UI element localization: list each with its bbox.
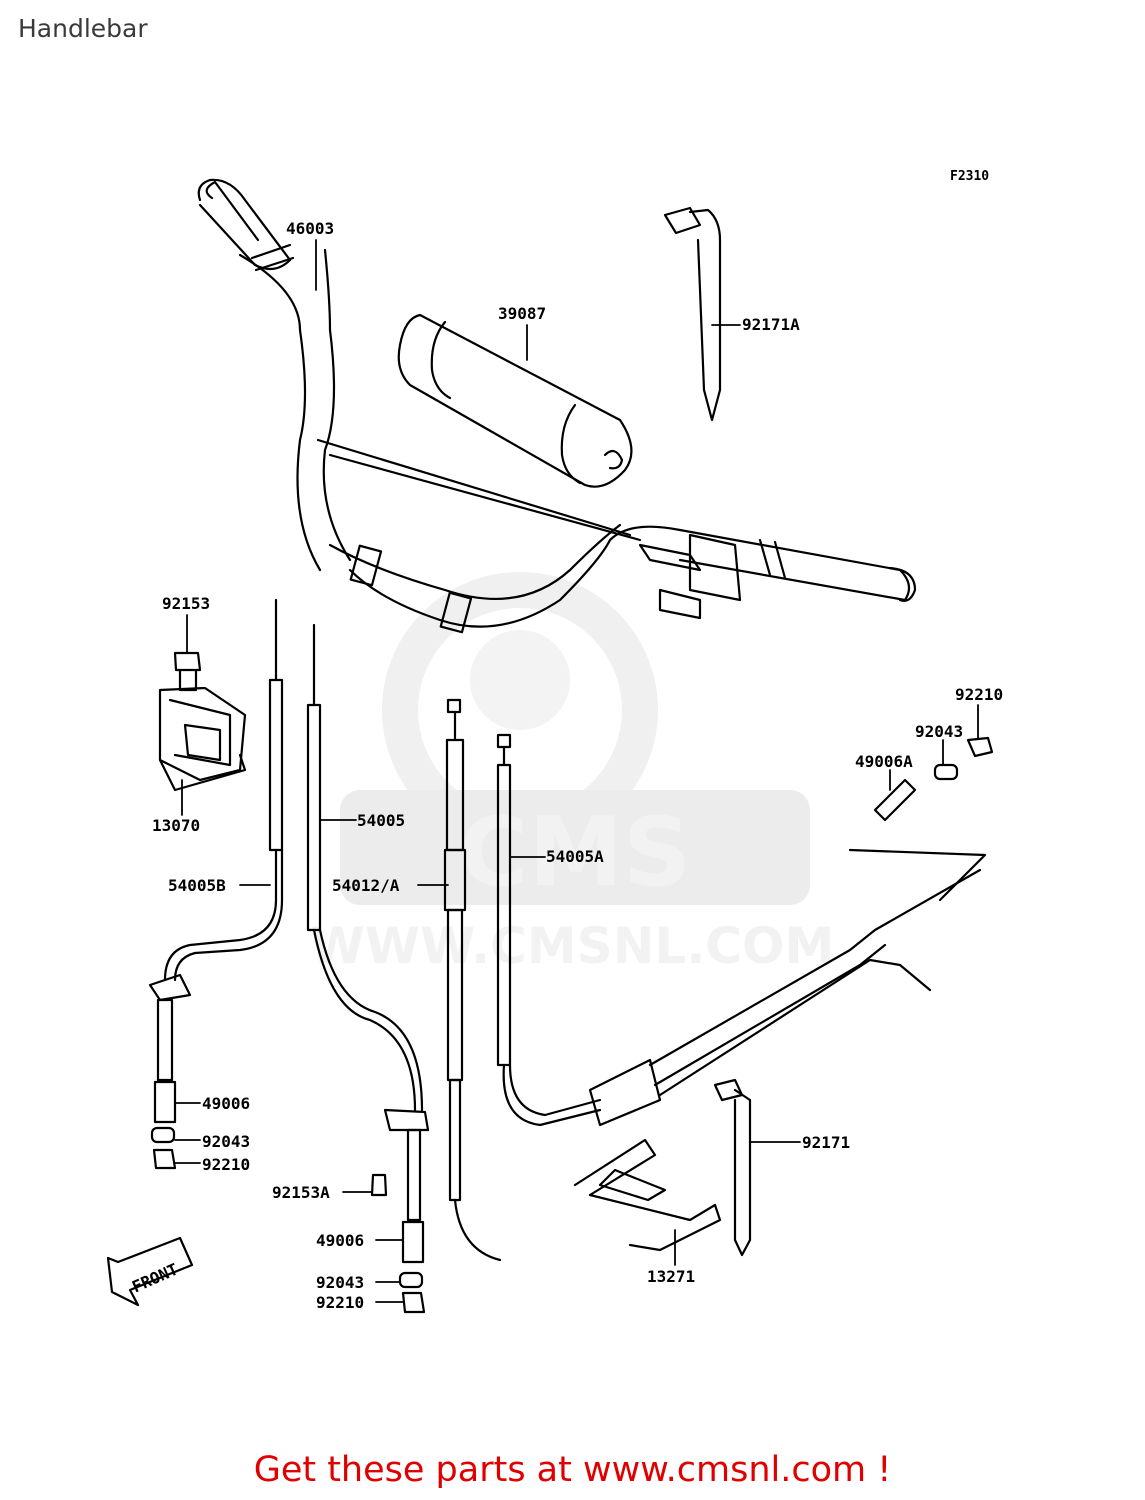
part-92210-nut-left bbox=[152, 1148, 177, 1170]
footer-link[interactable]: Get these parts at www.cmsnl.com ! bbox=[253, 1450, 892, 1490]
callout-92043-middle: 92043 bbox=[316, 1273, 364, 1292]
page-title: Handlebar bbox=[18, 14, 148, 43]
callout-92043-right: 92043 bbox=[915, 722, 963, 741]
part-13271-bracket bbox=[573, 1138, 722, 1252]
callout-92043-left: 92043 bbox=[202, 1132, 250, 1151]
diagram-ref-code: F2310 bbox=[950, 169, 989, 184]
part-92153-bolt bbox=[173, 651, 202, 692]
part-39087-handlebar-pad bbox=[397, 313, 633, 488]
part-92171A-band bbox=[663, 206, 722, 422]
part-92210-nut-right bbox=[966, 736, 994, 758]
callout-49006-middle: 49006 bbox=[316, 1231, 364, 1250]
callout-13070: 13070 bbox=[152, 816, 200, 835]
part-13070-bracket bbox=[158, 686, 247, 792]
part-92153A-bolt bbox=[370, 1173, 388, 1197]
part-92043-clip-right bbox=[933, 763, 959, 781]
part-54012A-cable bbox=[443, 698, 502, 1262]
part-49006-adjuster-left bbox=[153, 1080, 177, 1124]
callout-92153A: 92153A bbox=[272, 1183, 330, 1202]
part-49006-adjuster-middle bbox=[401, 1220, 425, 1264]
leader-lines bbox=[174, 239, 979, 1303]
cms-watermark: CMS WWW.CMSNL.COM bbox=[310, 572, 835, 975]
callout-92171: 92171 bbox=[802, 1133, 850, 1152]
callout-92210-left: 92210 bbox=[202, 1155, 250, 1174]
callout-49006-left: 49006 bbox=[202, 1094, 250, 1113]
callout-49006A: 49006A bbox=[855, 752, 913, 771]
part-46003-handlebar bbox=[197, 178, 917, 634]
front-arrow bbox=[106, 1236, 194, 1307]
part-54005B-cable bbox=[148, 598, 284, 1082]
callout-labels: 46003 39087 92171A 92153 13070 54005 540… bbox=[152, 219, 1003, 1312]
callout-54012A: 54012/A bbox=[332, 876, 400, 895]
callout-54005A: 54005A bbox=[546, 847, 604, 866]
callout-92171A: 92171A bbox=[742, 315, 800, 334]
part-92043-clip-left bbox=[150, 1126, 176, 1144]
callout-46003: 46003 bbox=[286, 219, 334, 238]
callout-13271: 13271 bbox=[647, 1267, 695, 1286]
part-92210-nut-middle bbox=[401, 1291, 426, 1314]
part-92043-clip-middle bbox=[398, 1271, 424, 1289]
part-junction-cables bbox=[588, 848, 987, 1127]
watermark-site: WWW.CMSNL.COM bbox=[310, 917, 835, 975]
part-92171-band bbox=[713, 1078, 752, 1257]
callout-54005: 54005 bbox=[357, 811, 405, 830]
footer-banner: Get these parts at www.cmsnl.com ! bbox=[0, 1450, 1145, 1490]
callout-39087: 39087 bbox=[498, 304, 546, 323]
callout-92153: 92153 bbox=[162, 594, 210, 613]
part-49006A-adjuster bbox=[873, 778, 917, 822]
callout-92210-right: 92210 bbox=[955, 685, 1003, 704]
callout-92210-middle: 92210 bbox=[316, 1293, 364, 1312]
callout-54005B: 54005B bbox=[168, 876, 226, 895]
part-54005-cable bbox=[306, 623, 430, 1222]
part-54005A-cable bbox=[496, 733, 602, 1127]
front-arrow-label: FRONT bbox=[129, 1260, 181, 1297]
